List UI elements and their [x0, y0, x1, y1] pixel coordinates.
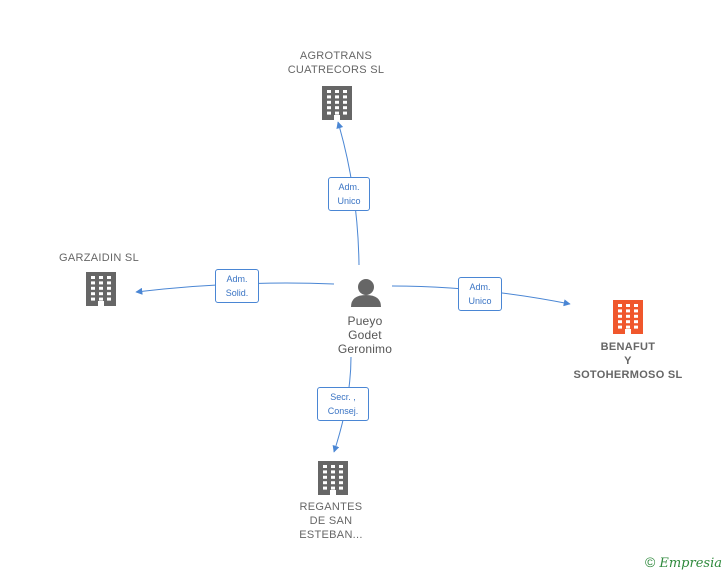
building-icon[interactable] — [86, 272, 116, 306]
building-window — [323, 465, 327, 468]
building-window — [99, 276, 103, 279]
building-window — [343, 111, 347, 115]
building-window — [91, 286, 95, 290]
building-window — [327, 95, 331, 99]
building-window — [339, 481, 343, 485]
building-window — [327, 111, 331, 115]
building-window — [335, 106, 339, 110]
building-window — [335, 100, 339, 104]
building-window — [618, 304, 622, 307]
building-window — [626, 304, 630, 307]
building-window — [343, 100, 347, 104]
building-window — [331, 470, 335, 474]
building-window — [323, 470, 327, 474]
building-window — [107, 276, 111, 279]
building-window — [618, 309, 622, 313]
building-window — [99, 281, 103, 285]
building-window — [626, 309, 630, 313]
building-icon[interactable] — [318, 461, 348, 495]
brand-logo: Empresia — [659, 556, 722, 571]
building-window — [91, 281, 95, 285]
building-window — [99, 292, 103, 296]
building-window — [339, 470, 343, 474]
node-label-regantes[interactable]: REGANTES DE SAN ESTEBAN... — [299, 501, 363, 541]
building-window — [99, 297, 103, 301]
building-window — [634, 320, 638, 324]
building-window — [626, 314, 630, 318]
building-door — [330, 490, 336, 495]
building-window — [339, 486, 343, 490]
building-window — [107, 292, 111, 296]
building-window — [343, 106, 347, 110]
edge-label-garzaidin[interactable]: Adm. Solid. — [215, 269, 259, 303]
building-window — [634, 304, 638, 307]
node-label-benafut[interactable]: BENAFUT Y SOTOHERMOSO SL — [573, 341, 683, 381]
building-door — [625, 329, 631, 334]
building-window — [107, 297, 111, 301]
building-window — [339, 475, 343, 479]
edge-label-agrotrans[interactable]: Adm. Unico — [328, 177, 370, 211]
building-window — [343, 95, 347, 99]
building-window — [634, 325, 638, 329]
building-window — [327, 106, 331, 110]
building-icon[interactable] — [613, 300, 643, 334]
building-window — [91, 292, 95, 296]
building-window — [99, 286, 103, 290]
building-window — [331, 486, 335, 490]
building-window — [327, 100, 331, 104]
building-window — [331, 475, 335, 479]
building-window — [339, 465, 343, 468]
building-window — [335, 111, 339, 115]
building-window — [634, 309, 638, 313]
building-window — [107, 281, 111, 285]
person-label[interactable]: Pueyo Godet Geronimo — [337, 314, 393, 356]
building-window — [626, 320, 630, 324]
edge-label-benafut[interactable]: Adm. Unico — [458, 277, 502, 311]
building-window — [618, 320, 622, 324]
building-window — [618, 314, 622, 318]
building-window — [618, 325, 622, 329]
node-label-agrotrans[interactable]: AGROTRANS CUATRECORS SL — [287, 50, 385, 76]
copyright-icon: © — [645, 554, 656, 570]
building-window — [331, 481, 335, 485]
building-window — [335, 95, 339, 99]
person-icon[interactable] — [351, 279, 381, 307]
building-door — [98, 301, 104, 306]
building-window — [323, 486, 327, 490]
building-icon[interactable] — [322, 86, 352, 120]
building-window — [331, 465, 335, 468]
node-label-garzaidin[interactable]: GARZAIDIN SL — [58, 252, 139, 264]
footer-brand: ©Empresia — [645, 554, 722, 571]
building-window — [343, 90, 347, 93]
building-window — [323, 475, 327, 479]
building-window — [327, 90, 331, 93]
building-window — [634, 314, 638, 318]
building-door — [334, 115, 340, 120]
building-window — [626, 325, 630, 329]
building-window — [91, 297, 95, 301]
edge-label-regantes[interactable]: Secr. , Consej. — [317, 387, 369, 421]
building-window — [335, 90, 339, 93]
building-window — [107, 286, 111, 290]
building-window — [323, 481, 327, 485]
building-window — [91, 276, 95, 279]
